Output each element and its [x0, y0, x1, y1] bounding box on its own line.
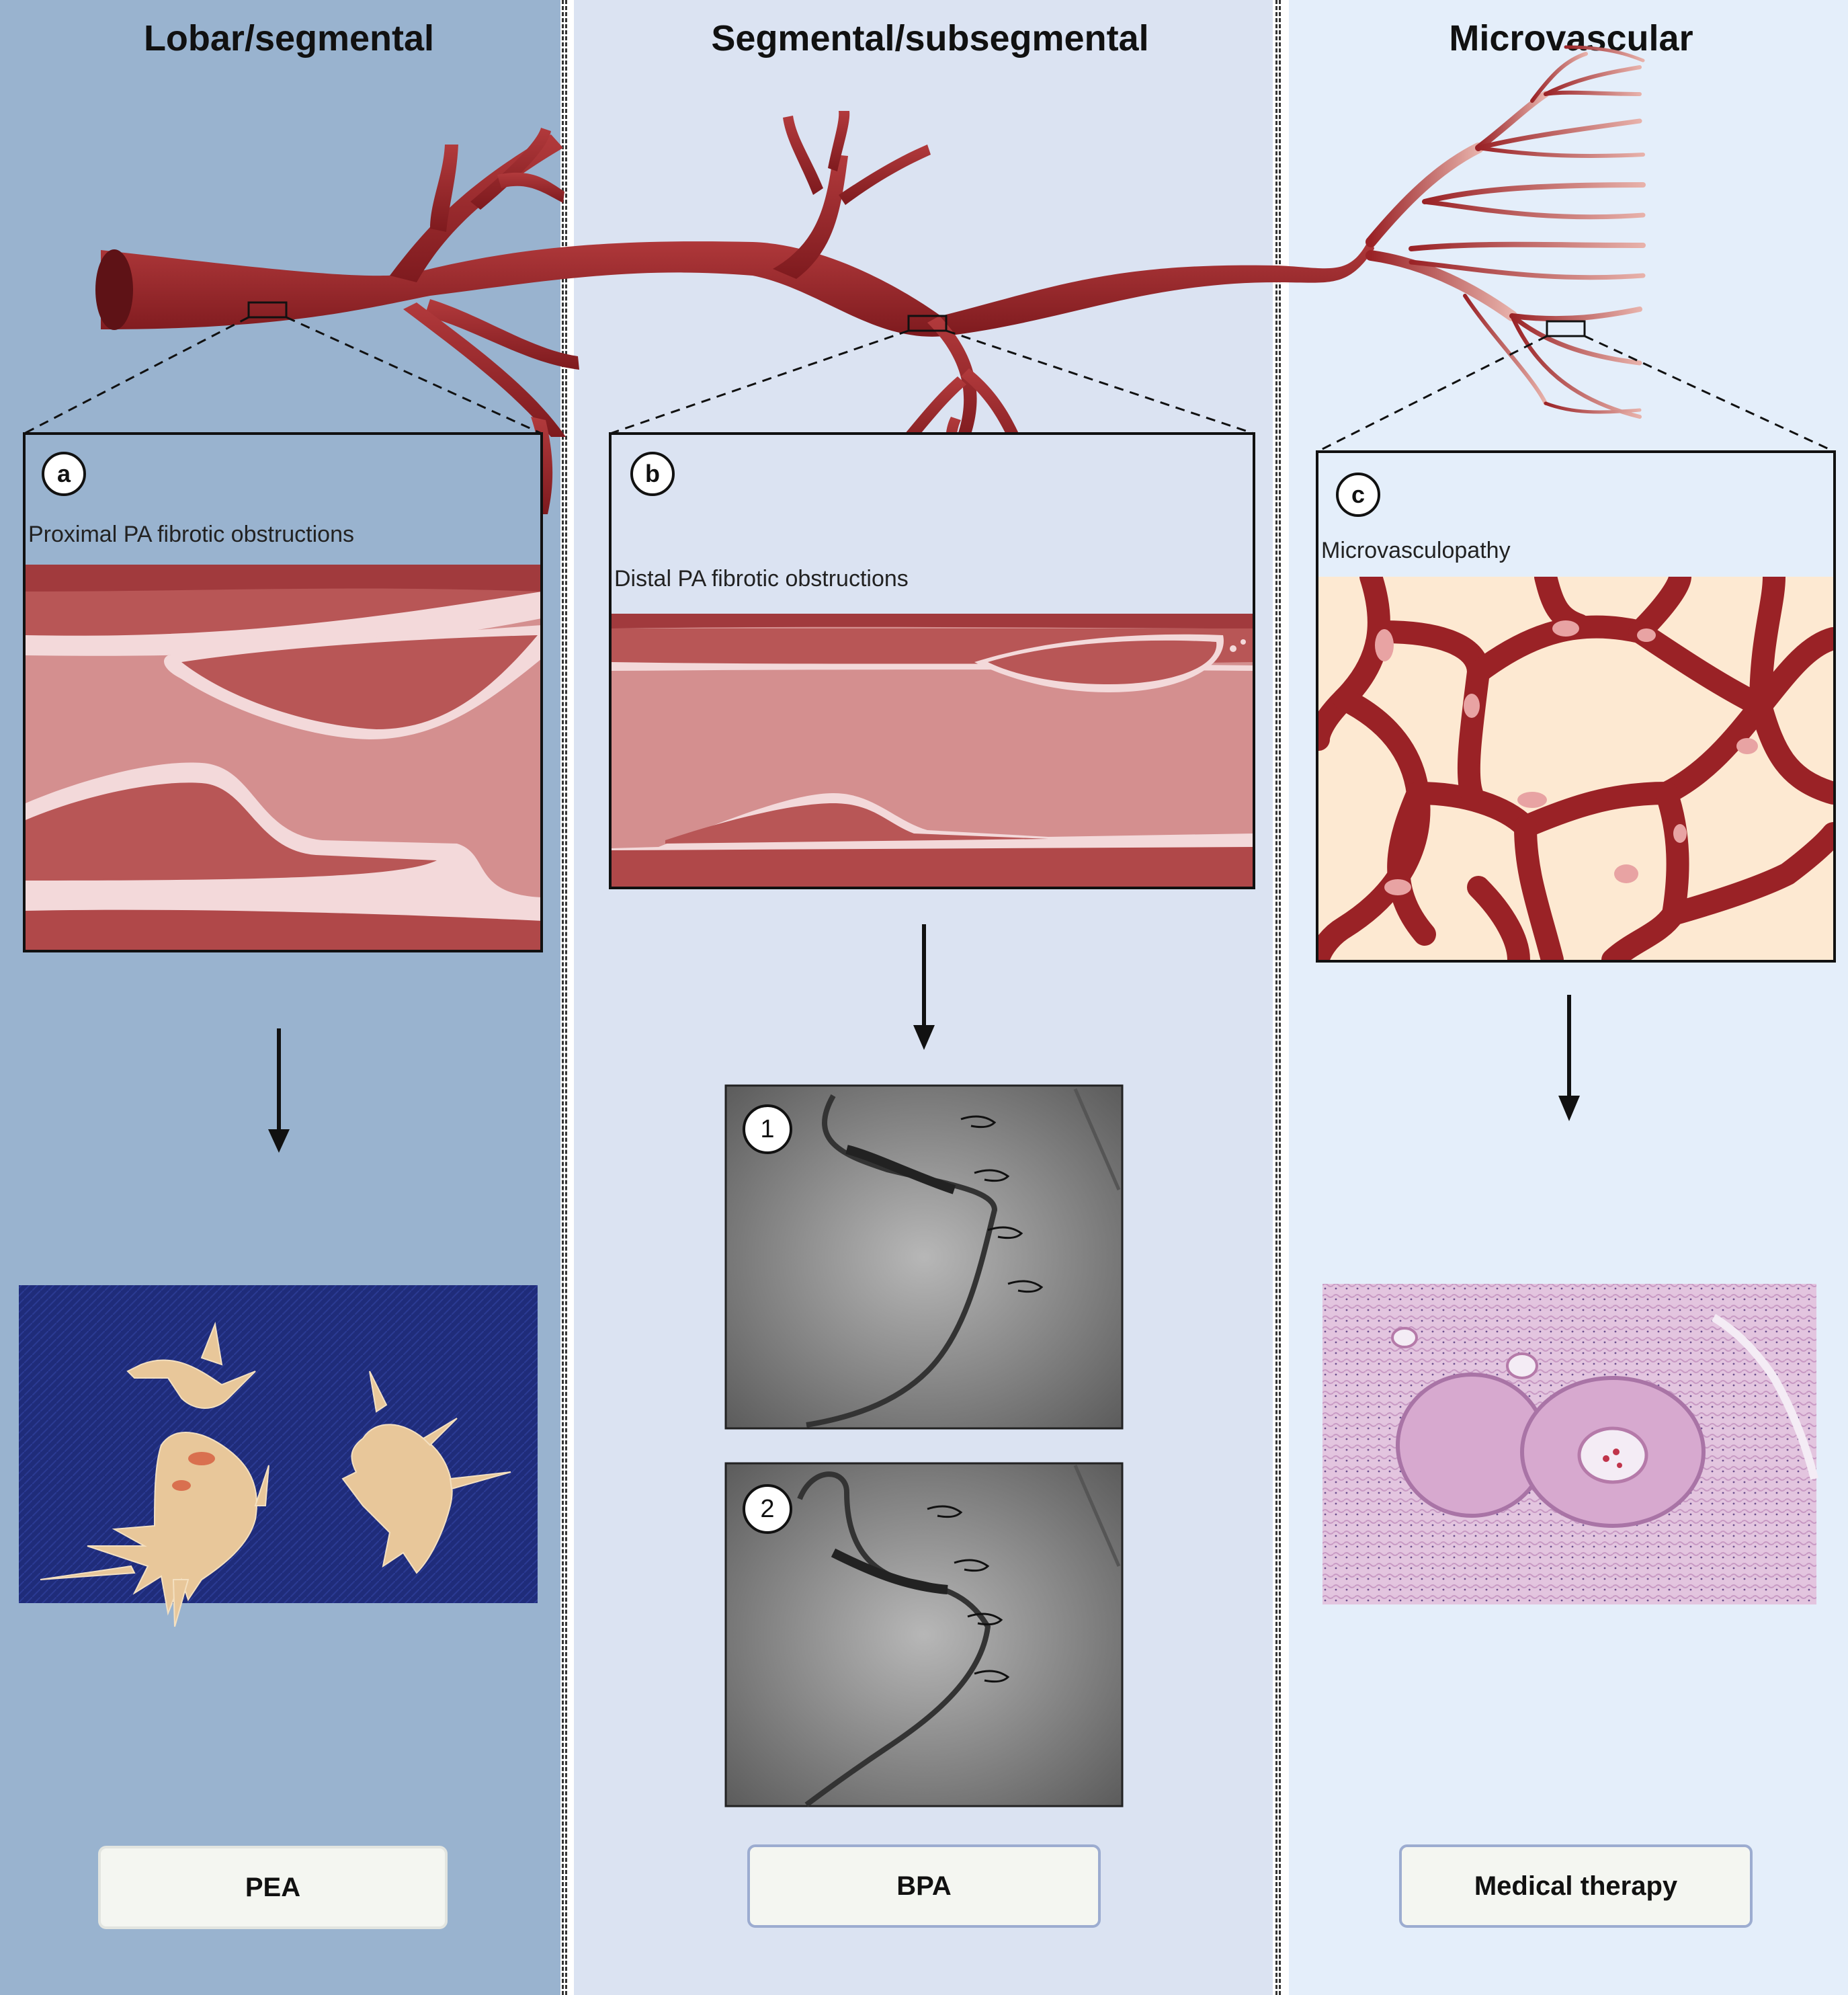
pea-specimen-photo	[19, 1285, 538, 1627]
badge-a: a	[42, 452, 86, 496]
column-divider	[1275, 0, 1281, 1995]
inset-a	[23, 432, 543, 952]
inset-b	[609, 432, 1255, 889]
badge-c: c	[1336, 473, 1380, 517]
column-divider	[562, 0, 567, 1995]
treatment-medical-therapy: Medical therapy	[1399, 1844, 1753, 1928]
angiogram-2-photo	[724, 1462, 1124, 1807]
column-lobar-segmental	[0, 0, 560, 1995]
inset-b-label: Distal PA fibrotic obstructions	[614, 566, 909, 592]
microvascular-tree	[1366, 45, 1646, 419]
angiogram-1-photo	[724, 1084, 1124, 1430]
angiogram-badge-2: 2	[743, 1484, 792, 1534]
inset-a-label: Proximal PA fibrotic obstructions	[28, 522, 354, 547]
vessel-tree	[95, 111, 1374, 514]
column-title-lobar: Lobar/segmental	[143, 18, 435, 58]
angiogram-badge-1: 1	[743, 1104, 792, 1154]
badge-b: b	[630, 452, 675, 496]
treatment-pea: PEA	[98, 1846, 448, 1929]
column-title-microvascular: Microvascular	[1449, 18, 1693, 58]
zoom-lines	[24, 316, 1835, 453]
inset-c-label: Microvasculopathy	[1321, 538, 1511, 563]
histology-photo	[1322, 1284, 1818, 1604]
arrows	[268, 924, 1580, 1153]
column-title-segmental: Segmental/subsegmental	[711, 18, 1149, 58]
treatment-bpa: BPA	[747, 1844, 1101, 1928]
inset-c	[1316, 450, 1836, 963]
